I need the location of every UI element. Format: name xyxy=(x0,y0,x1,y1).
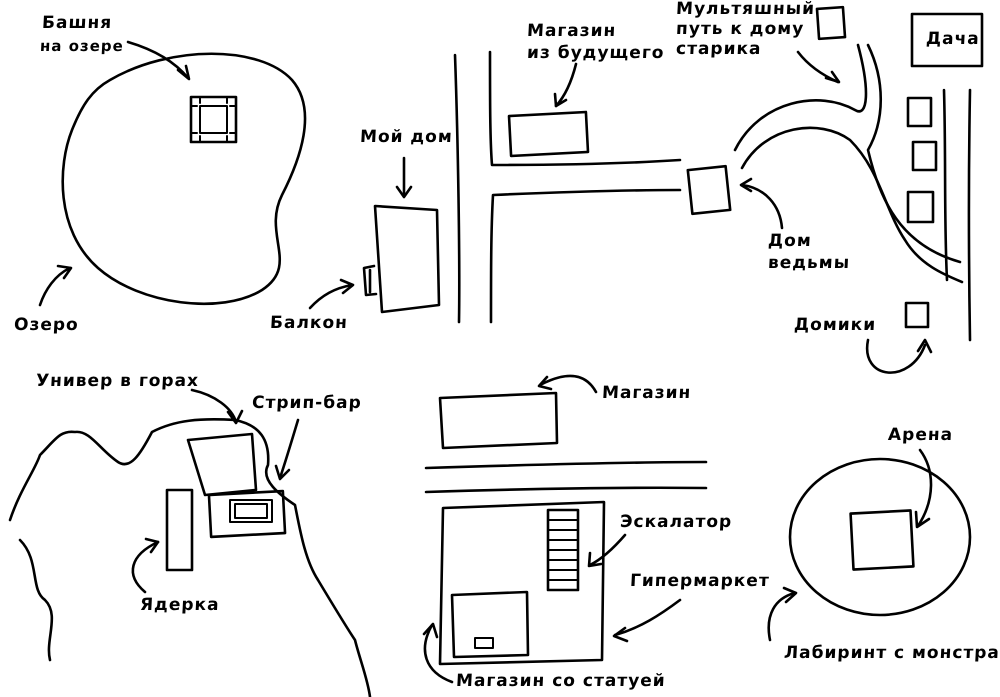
statue-store-label: Магазин со статуей xyxy=(455,671,667,691)
lake-label: Озеро xyxy=(13,315,80,335)
statue-icon xyxy=(474,637,494,649)
univer-label: Универ в горах xyxy=(35,371,200,391)
little-house-1 xyxy=(906,96,933,128)
escalator-arrow xyxy=(588,533,627,567)
lake-arrow xyxy=(38,266,72,307)
little-houses-label: Домики xyxy=(793,315,877,335)
hypermarket-building xyxy=(438,500,606,666)
mall-road-1 xyxy=(424,460,708,470)
tower-label-line1: Башня xyxy=(41,13,113,33)
future-store-building xyxy=(507,110,590,158)
cartoon-path-label-line3: старика xyxy=(675,39,763,59)
my-home-label: Мой дом xyxy=(359,127,454,147)
strip-bar-label: Стрип-бар xyxy=(251,393,363,413)
witch-house-building xyxy=(686,164,732,216)
street-line-1 xyxy=(453,53,461,324)
cartoon-path-label-line2: путь к дому xyxy=(675,19,805,39)
mountain-outline xyxy=(8,418,372,697)
balcony-arrow xyxy=(308,283,354,310)
univer-building xyxy=(186,432,258,497)
little-house-2 xyxy=(911,140,938,172)
hypermarket-label: Гипермаркет xyxy=(629,571,771,591)
witch-house-label-line2: ведьмы xyxy=(767,253,851,273)
statue-store-building xyxy=(450,590,530,659)
dacha-building xyxy=(910,12,984,68)
street-line-3 xyxy=(489,188,682,324)
labyrinth-label: Лабиринт с монстрами xyxy=(783,643,1000,663)
future-store-label-line2: из будущего xyxy=(526,43,665,63)
strip-bar-arrow xyxy=(278,418,300,480)
my-home-building xyxy=(373,204,441,314)
univer-arrow xyxy=(190,388,238,424)
balcony-shape xyxy=(362,264,378,297)
little-house-3 xyxy=(906,190,935,224)
street-line-2 xyxy=(488,50,682,167)
old-man-arrow xyxy=(796,50,840,84)
balcony-label: Балкон xyxy=(269,313,349,333)
witch-house-arrow xyxy=(740,183,784,230)
little-house-4 xyxy=(904,301,930,329)
dacha-road xyxy=(942,88,972,342)
statue-store-arrow xyxy=(423,623,454,684)
future-store-label-line1: Магазин xyxy=(526,21,617,41)
cartoon-path-outer xyxy=(733,43,868,152)
cartoon-path-label-line1: Мультяшный xyxy=(675,0,816,19)
old-man-house xyxy=(815,5,847,41)
arena-square xyxy=(849,509,915,571)
yaderka-arrow xyxy=(131,540,160,594)
little-houses-arrow xyxy=(865,338,927,374)
store-building xyxy=(438,391,559,450)
cartoon-path-right xyxy=(866,43,962,264)
strip-bar-sign-icon xyxy=(229,499,273,523)
tower-icon xyxy=(189,95,238,144)
mall-road-2 xyxy=(424,486,708,494)
yaderka-label: Ядерка xyxy=(139,595,221,615)
labyrinth-circle xyxy=(788,457,972,617)
escalator-label: Эскалатор xyxy=(619,512,733,532)
dacha-label: Дача xyxy=(925,29,981,49)
store-label: Магазин xyxy=(601,383,692,403)
strip-bar-building xyxy=(207,489,287,539)
store-arrow xyxy=(538,374,598,394)
arena-label: Арена xyxy=(887,425,954,445)
lake-shape xyxy=(61,52,307,306)
hypermarket-arrow xyxy=(613,598,682,637)
mountain-left xyxy=(18,538,54,662)
arena-arrow xyxy=(916,448,933,528)
witch-house-label-line1: Дом xyxy=(767,231,813,251)
tower-label-line2: на озере xyxy=(39,37,125,55)
labyrinth-arrow xyxy=(767,591,797,642)
yaderka-building xyxy=(165,488,194,572)
